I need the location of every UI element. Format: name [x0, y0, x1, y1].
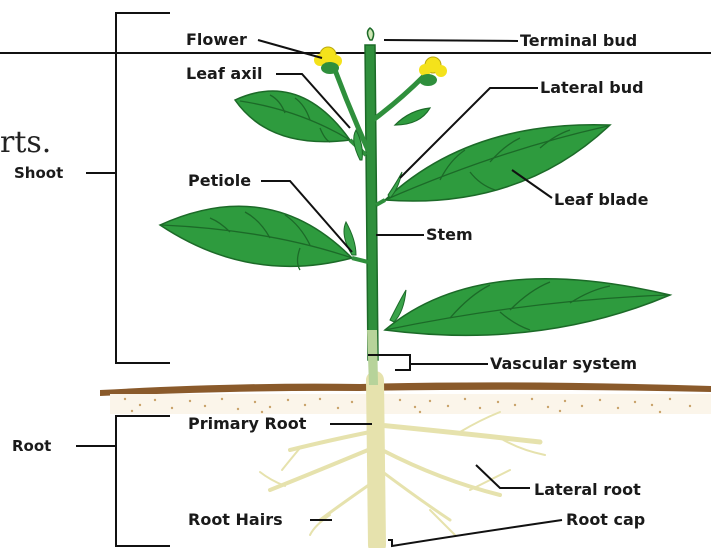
- primary-root-shape: [375, 380, 377, 545]
- flower-label: Flower: [186, 31, 247, 49]
- leaf-lower-right: [385, 279, 670, 336]
- brackets: [76, 13, 410, 546]
- leaf-upper-left: [235, 91, 350, 142]
- shoot-bracket: [116, 13, 170, 363]
- vascular-system-label: Vascular system: [490, 355, 637, 373]
- lateral-root-label: Lateral root: [534, 481, 641, 499]
- leaf-axil-label: Leaf axil: [186, 65, 262, 83]
- terminal-bud-label: Terminal bud: [520, 32, 637, 50]
- soil: [100, 382, 711, 414]
- root-hairs-label: Root Hairs: [188, 511, 283, 529]
- flower-right: [419, 57, 447, 86]
- partial-heading: rts.: [0, 128, 51, 158]
- stem: [365, 28, 378, 385]
- flower-left: [314, 47, 342, 74]
- lateral-root-leader: [476, 465, 530, 488]
- leaves: [160, 91, 670, 335]
- lateral-bud-label: Lateral bud: [540, 79, 644, 97]
- stem-label: Stem: [426, 226, 473, 244]
- leaf-lower-left: [160, 206, 352, 266]
- flower-leader: [258, 40, 322, 58]
- primary-root-label: Primary Root: [188, 415, 306, 433]
- root-cap-label: Root cap: [566, 511, 645, 529]
- root-bracket: [116, 416, 170, 546]
- terminal-bud-shape: [368, 28, 374, 40]
- root-label: Root: [12, 437, 51, 455]
- shoot-label: Shoot: [14, 164, 63, 182]
- terminal-bud-leader: [384, 40, 518, 41]
- root-cap-leader: [388, 520, 562, 546]
- leaf-blade-label: Leaf blade: [554, 191, 648, 209]
- petiole-label: Petiole: [188, 172, 251, 190]
